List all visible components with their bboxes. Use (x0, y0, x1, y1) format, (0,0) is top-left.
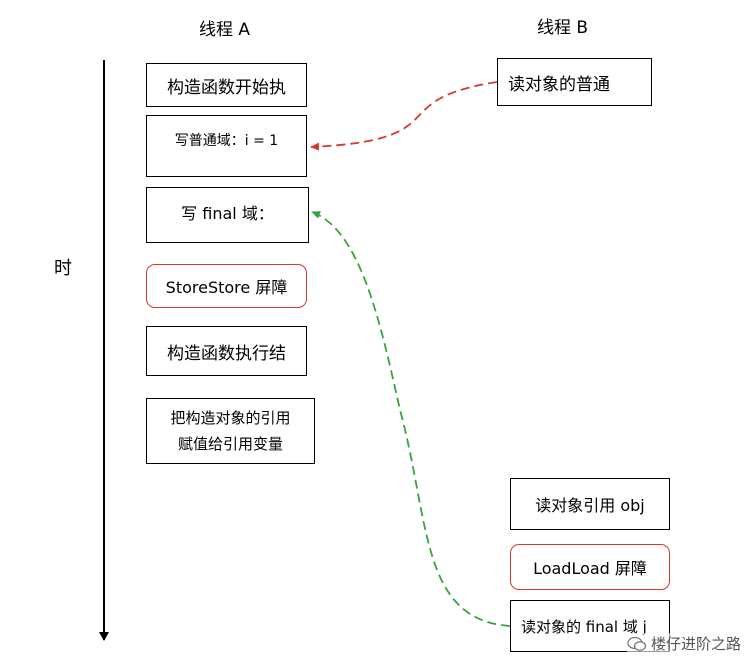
write-final-field-box: 写 final 域： (146, 187, 309, 243)
write-normal-field-box: 写普通域：i = 1 (146, 115, 307, 177)
read-normal-field-box: 读对象的普通 (497, 58, 652, 106)
ctor-start-box: 构造函数开始执 (146, 63, 307, 107)
final-read-arrow (311, 211, 511, 627)
storestore-barrier-box: StoreStore 屏障 (146, 264, 307, 308)
loadload-barrier-box: LoadLoad 屏障 (510, 544, 670, 590)
assign-reference-box: 把构造对象的引用 赋值给引用变量 (146, 398, 315, 464)
ctor-end-box: 构造函数执行结 (146, 326, 307, 376)
watermark-text: 楼仔进阶之路 (650, 635, 741, 653)
assign-reference-line1: 把构造对象的引用 (170, 409, 291, 427)
thread-b-header: 线程 B (537, 18, 589, 38)
wechat-icon (627, 636, 647, 651)
watermark: 楼仔进阶之路 (626, 633, 741, 654)
time-axis-label: 时 (54, 258, 72, 279)
thread-a-header: 线程 A (199, 20, 251, 40)
normal-read-arrow (310, 81, 498, 151)
read-reference-box: 读对象引用 obj (510, 478, 670, 530)
assign-reference-line2: 赋值给引用变量 (177, 435, 283, 453)
